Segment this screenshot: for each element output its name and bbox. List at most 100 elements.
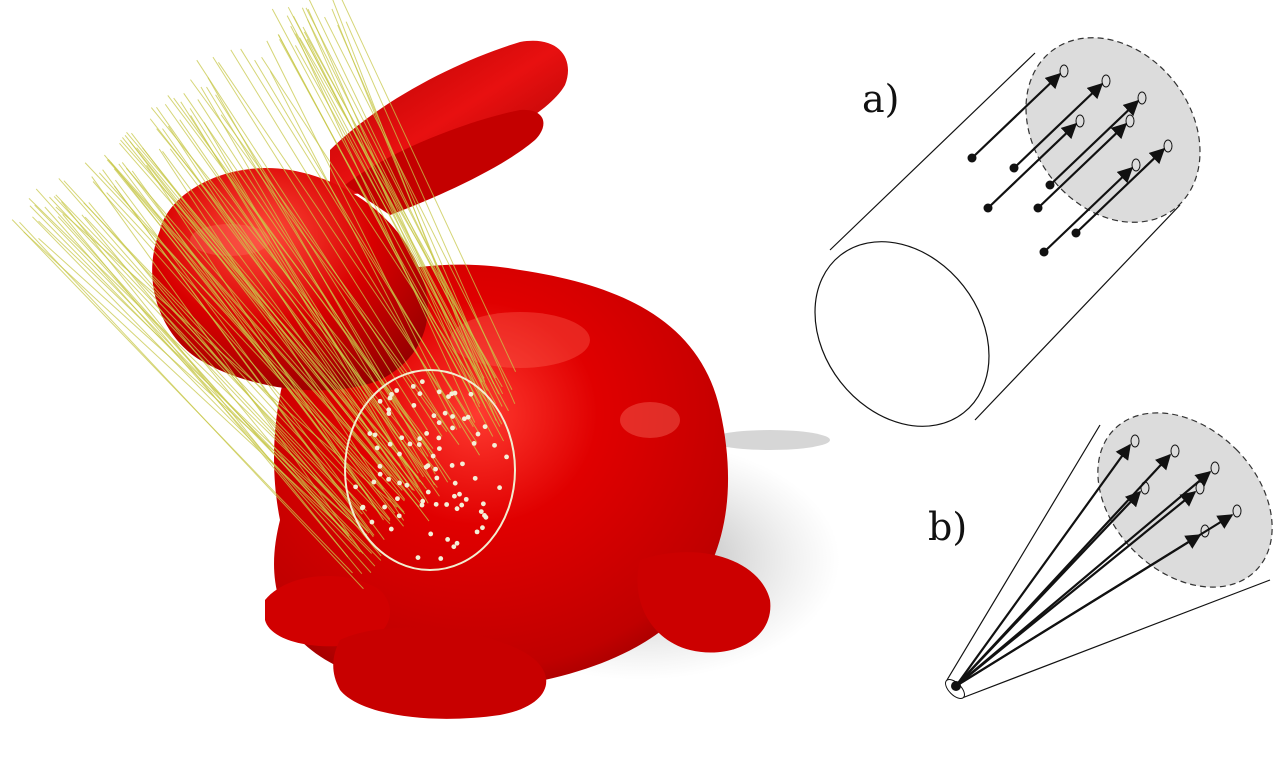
ray-line	[308, 0, 500, 395]
ray-line	[203, 122, 429, 504]
sample-point	[483, 514, 489, 520]
sample-point	[416, 442, 422, 447]
ray-hit-mark	[1200, 524, 1210, 538]
ray-line	[220, 114, 460, 445]
ray-line	[299, 37, 503, 388]
ray-line	[58, 178, 369, 532]
sample-point	[395, 496, 400, 502]
sample-point	[404, 482, 410, 488]
cone-origin-point	[951, 681, 961, 691]
sample-point	[425, 489, 431, 495]
ray-line	[92, 181, 391, 521]
sample-point	[387, 395, 393, 401]
sample-point	[452, 493, 457, 499]
sample-point	[419, 502, 425, 508]
sample-point	[438, 556, 444, 561]
sample-point	[478, 509, 484, 514]
arrow-icon	[971, 72, 1062, 159]
ray-line	[230, 49, 480, 456]
cylinder-near-cap	[814, 241, 990, 427]
sample-point	[460, 461, 465, 467]
sample-point	[367, 431, 373, 436]
sample-point	[450, 425, 455, 431]
ray-line	[23, 231, 350, 535]
ray-line	[190, 79, 448, 432]
arrow-icon	[955, 443, 1131, 687]
sample-point	[449, 391, 455, 397]
ray-line	[125, 167, 420, 508]
ray-line	[38, 238, 368, 536]
panel-b-label: b)	[928, 505, 967, 549]
bunny-haunch	[637, 552, 771, 653]
bunny-front-foot	[265, 576, 390, 647]
ray-line	[277, 34, 494, 437]
sample-point	[377, 398, 383, 404]
ray-line	[215, 94, 428, 431]
bunny-bottom-foot	[333, 627, 547, 719]
sample-point	[461, 416, 467, 422]
sample-point	[436, 420, 442, 426]
ray-hit-mark	[1163, 139, 1173, 153]
arrow-icon	[987, 122, 1078, 209]
ray-line	[35, 188, 376, 567]
ray-line	[266, 40, 461, 429]
sample-point	[387, 441, 393, 447]
sample-point	[377, 471, 383, 477]
ray-line	[302, 26, 509, 412]
ray-origin-dot	[1039, 247, 1049, 257]
ray-hit-mark	[1170, 444, 1180, 458]
ray-line	[287, 6, 485, 379]
cylinder-edge-bottom	[974, 204, 1181, 421]
cone-far-cap	[1097, 412, 1273, 588]
ray-origin-dot	[983, 203, 993, 213]
sample-point	[452, 480, 458, 486]
arrow-icon	[1043, 166, 1134, 253]
arrow-icon	[955, 490, 1142, 687]
sample-points	[353, 379, 509, 561]
bunny-ear-back	[330, 40, 568, 195]
sample-point	[446, 394, 451, 400]
ray-hit-mark	[1075, 114, 1085, 128]
sample-point	[454, 540, 460, 546]
arrow-icon	[1049, 99, 1140, 186]
ray-line	[146, 164, 384, 521]
sample-point	[482, 424, 488, 430]
sample-point	[436, 389, 442, 395]
bunny-highlight	[620, 402, 680, 438]
cone-edge-top	[946, 424, 1101, 681]
sample-point	[382, 504, 387, 510]
ray-line	[164, 103, 424, 468]
ray-line	[212, 56, 449, 430]
ray-line	[189, 108, 424, 478]
sample-point	[444, 502, 450, 507]
ray-line	[217, 62, 478, 443]
sample-point	[472, 475, 478, 481]
ray-line	[286, 15, 483, 383]
bunny-ear-front	[345, 109, 544, 215]
ray-line	[98, 172, 384, 490]
ray-line	[119, 143, 401, 466]
bunny-shadow-streak	[710, 430, 830, 450]
sample-point	[397, 451, 402, 457]
sample-patch-outline	[344, 369, 516, 571]
sample-point	[411, 402, 417, 408]
ray-line	[19, 221, 364, 590]
sample-point	[419, 379, 425, 385]
ray-hit-mark	[1125, 114, 1135, 128]
ray-line	[196, 59, 443, 437]
cone-rays	[955, 434, 1242, 687]
ray-origin-dot	[1045, 180, 1055, 190]
ray-line	[63, 180, 368, 512]
ray-line	[169, 148, 427, 490]
sample-point	[471, 440, 477, 446]
ray-line	[337, 24, 495, 385]
sample-point	[465, 414, 471, 420]
sample-point	[468, 391, 474, 397]
sample-point	[396, 513, 402, 519]
arrow-icon	[955, 534, 1202, 687]
ray-line	[28, 198, 356, 519]
sample-point	[457, 491, 462, 497]
sample-point	[430, 453, 436, 459]
ray-line	[206, 86, 449, 483]
